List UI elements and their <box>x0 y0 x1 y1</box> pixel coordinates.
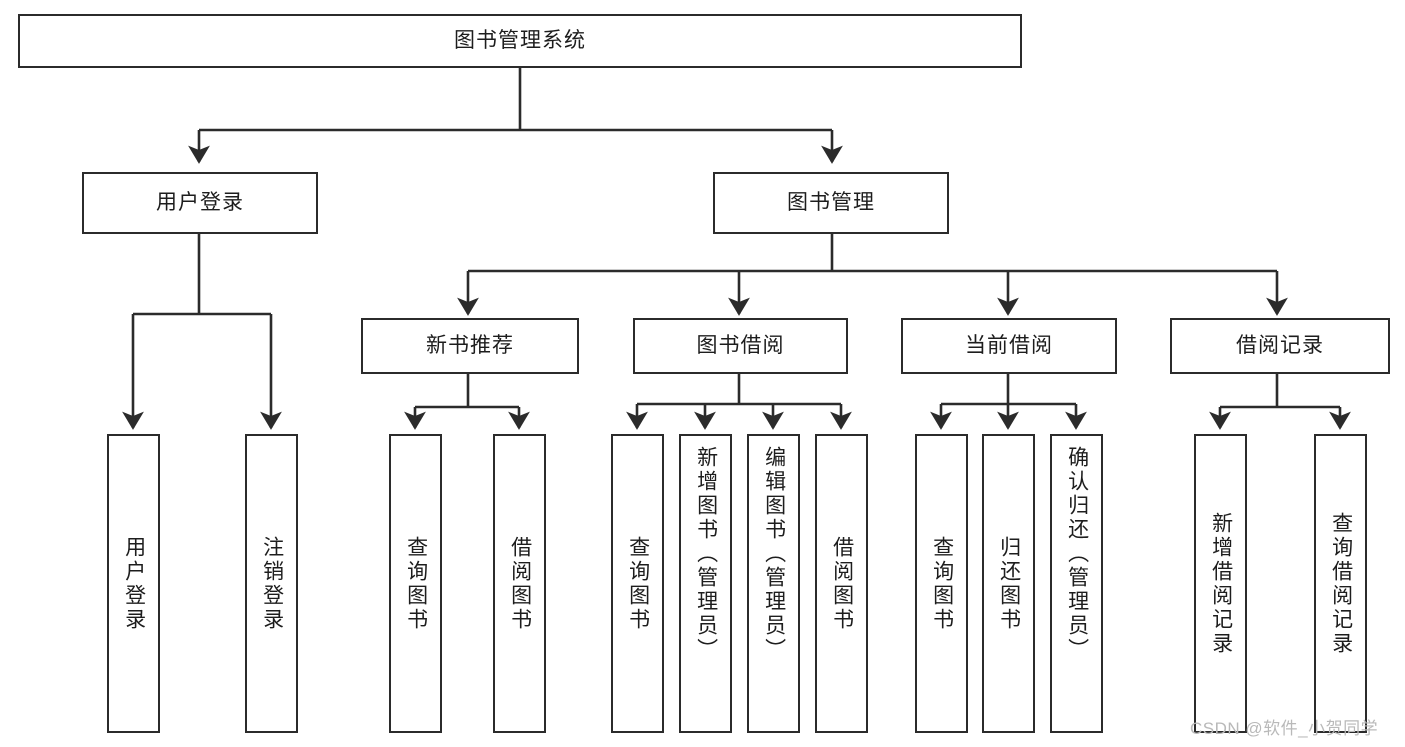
node-book-management-label: 图书管理 <box>787 191 875 215</box>
leaf-record-add[interactable]: 新增借阅记录 <box>1194 434 1247 733</box>
leaf-current-return-book-label: 归还图书 <box>997 535 1021 632</box>
node-root[interactable]: 图书管理系统 <box>18 14 1022 68</box>
leaf-borrow-add-book-label: 新增图书（管理员） <box>694 446 718 662</box>
node-user-login-label: 用户登录 <box>156 191 244 215</box>
leaf-current-confirm-return-label: 确认归还（管理员） <box>1065 446 1089 662</box>
leaf-current-query-book[interactable]: 查询图书 <box>915 434 968 733</box>
leaf-current-return-book[interactable]: 归还图书 <box>982 434 1035 733</box>
node-book-borrow-label: 图书借阅 <box>696 334 785 358</box>
leaf-user-login-login[interactable]: 用户登录 <box>107 434 160 733</box>
leaf-new-book-query[interactable]: 查询图书 <box>389 434 442 733</box>
leaf-user-login-logout[interactable]: 注销登录 <box>245 434 298 733</box>
leaf-new-book-borrow[interactable]: 借阅图书 <box>493 434 546 733</box>
node-current-borrow-label: 当前借阅 <box>965 334 1053 358</box>
leaf-record-query[interactable]: 查询借阅记录 <box>1314 434 1367 733</box>
node-new-book-recommend[interactable]: 新书推荐 <box>361 318 579 374</box>
node-user-login[interactable]: 用户登录 <box>82 172 318 234</box>
node-borrow-record-label: 借阅记录 <box>1236 334 1324 358</box>
leaf-borrow-query-book-label: 查询图书 <box>626 535 650 632</box>
node-borrow-record[interactable]: 借阅记录 <box>1170 318 1390 374</box>
leaf-borrow-query-book[interactable]: 查询图书 <box>611 434 664 733</box>
node-new-book-recommend-label: 新书推荐 <box>426 334 514 358</box>
leaf-borrow-edit-book[interactable]: 编辑图书（管理员） <box>747 434 800 733</box>
node-book-borrow[interactable]: 图书借阅 <box>633 318 848 374</box>
leaf-borrow-borrow-book-label: 借阅图书 <box>830 535 854 632</box>
leaf-new-book-query-label: 查询图书 <box>404 535 428 632</box>
leaf-borrow-add-book[interactable]: 新增图书（管理员） <box>679 434 732 733</box>
node-book-management[interactable]: 图书管理 <box>713 172 949 234</box>
node-root-label: 图书管理系统 <box>454 29 586 53</box>
leaf-record-query-label: 查询借阅记录 <box>1329 511 1353 656</box>
leaf-current-confirm-return[interactable]: 确认归还（管理员） <box>1050 434 1103 733</box>
leaf-current-query-book-label: 查询图书 <box>930 535 954 632</box>
leaf-user-login-logout-label: 注销登录 <box>260 535 284 632</box>
node-current-borrow[interactable]: 当前借阅 <box>901 318 1117 374</box>
leaf-user-login-login-label: 用户登录 <box>122 535 146 632</box>
leaf-borrow-edit-book-label: 编辑图书（管理员） <box>762 446 786 662</box>
leaf-record-add-label: 新增借阅记录 <box>1209 511 1233 656</box>
leaf-new-book-borrow-label: 借阅图书 <box>508 535 532 632</box>
leaf-borrow-borrow-book[interactable]: 借阅图书 <box>815 434 868 733</box>
